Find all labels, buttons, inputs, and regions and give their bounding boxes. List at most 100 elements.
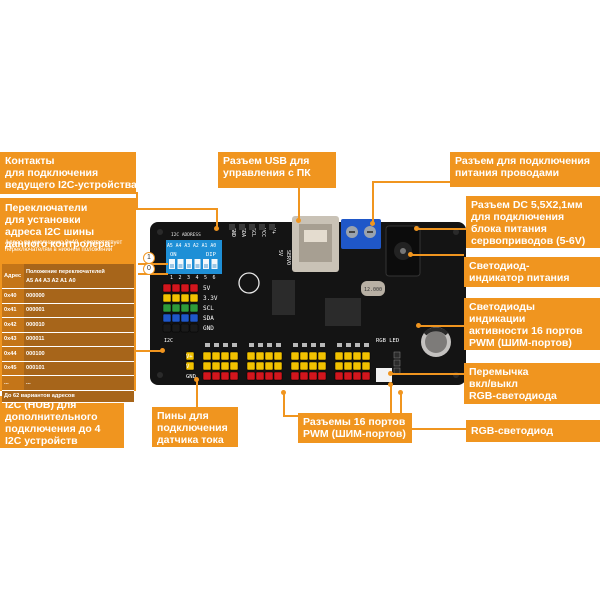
leader-line	[372, 181, 450, 183]
callout-usb-connector: Разъем USB для управления с ПК	[218, 152, 336, 188]
pwm-led	[258, 343, 263, 347]
hub-pin	[180, 283, 190, 293]
hub-pin	[162, 323, 172, 333]
hub-pin	[189, 293, 199, 303]
hub-pin	[180, 293, 190, 303]
address-value: 0x44	[2, 346, 24, 361]
switch-state-badge-0: 0	[143, 263, 155, 275]
hub-pin	[189, 283, 199, 293]
leader-dot	[416, 323, 421, 328]
top-pin	[229, 224, 235, 230]
pwm-pin	[220, 351, 230, 361]
callout-dc-jack: Разъем DC 5,5Х2,1мм для подключения блок…	[466, 196, 600, 248]
address-value: 0x41	[2, 303, 24, 318]
hub-pin	[180, 313, 190, 323]
pwm-pin	[202, 361, 212, 371]
leader-line	[138, 273, 168, 275]
pwm-led	[249, 343, 254, 347]
pwm-led	[311, 343, 316, 347]
switch-col-header: Положение переключателей A5 A4 A3 A2 A1 …	[24, 264, 134, 289]
pwm-pin	[220, 361, 230, 371]
pwm-led	[346, 343, 351, 347]
pwm-pin	[211, 371, 221, 381]
pwm-pin	[290, 351, 300, 361]
pwm-pin	[246, 371, 256, 381]
pwm-pin	[308, 371, 318, 381]
pwm-pin	[361, 351, 371, 361]
leader-dot	[414, 226, 419, 231]
pwm-pin	[334, 351, 344, 361]
callout-master-contacts: Контакты для подключения ведущего I2C-ус…	[0, 152, 137, 194]
leader-line	[283, 415, 299, 417]
hub-pin	[189, 323, 199, 333]
pwm-pin	[202, 371, 212, 381]
power-terminal	[341, 219, 381, 249]
current-sensor-pin	[185, 361, 195, 371]
hub-pin-label: 3.3V	[203, 295, 218, 302]
hub-pin	[162, 283, 172, 293]
address-value: ...	[2, 375, 24, 390]
pwm-pin	[361, 361, 371, 371]
pwm-pin	[343, 361, 353, 371]
leader-line	[298, 188, 300, 220]
pwm-pin	[273, 361, 283, 371]
pwm-led	[214, 343, 219, 347]
leader-dot	[398, 390, 403, 395]
dip-switch-block	[166, 240, 222, 274]
address-value: 0x42	[2, 317, 24, 332]
hub-pin	[171, 313, 181, 323]
pwm-pin	[343, 371, 353, 381]
top-pin-label: VCC	[260, 228, 266, 237]
pwm-led	[293, 343, 298, 347]
dip-number-label: 6	[213, 275, 216, 281]
leader-line	[418, 228, 466, 230]
pwm-pin	[352, 371, 362, 381]
pwm-pin	[317, 371, 327, 381]
address-table: Адрес Положение переключателей A5 A4 A3 …	[2, 264, 134, 403]
dip-switch-lever	[195, 264, 200, 268]
pwm-led	[337, 343, 342, 347]
bottom-pin-label: V+	[186, 354, 193, 360]
address-table-header: Адрес Положение переключателей A5 A4 A3 …	[2, 264, 134, 289]
leader-dot	[408, 252, 413, 257]
leader-dot	[296, 218, 301, 223]
dc-jack	[385, 225, 421, 277]
leader-line	[392, 373, 464, 375]
pwm-led	[276, 343, 281, 347]
pwm-pin	[361, 371, 371, 381]
pwm-pin	[211, 361, 221, 371]
hub-pin-label: SDA	[203, 315, 214, 322]
address-value: 0x43	[2, 332, 24, 347]
pwm-pin	[246, 361, 256, 371]
current-sensor-pin	[185, 351, 195, 361]
address-value: 0x45	[2, 361, 24, 376]
rgb-jumper-pin	[393, 351, 401, 359]
pwm-pin	[334, 361, 344, 371]
pwm-pin	[352, 351, 362, 361]
crystal	[361, 281, 385, 296]
leader-line	[283, 393, 285, 415]
hub-pin	[180, 323, 190, 333]
pwm-led	[223, 343, 228, 347]
chip-1	[272, 280, 295, 315]
switch-bits: 000101	[24, 361, 134, 376]
pwm-pin	[317, 351, 327, 361]
switch-bits: 000011	[24, 332, 134, 347]
pwm-pin	[246, 351, 256, 361]
crystal-label: 12.000	[364, 287, 382, 293]
pwm-pin	[290, 371, 300, 381]
pwm-pin	[273, 371, 283, 381]
pwm-pin	[255, 361, 265, 371]
switch-bits: 000001	[24, 303, 134, 318]
hub-pin	[162, 313, 172, 323]
leader-line	[372, 181, 374, 223]
leader-dot	[388, 371, 393, 376]
leader-dot	[214, 226, 219, 231]
pwm-pin	[343, 351, 353, 361]
